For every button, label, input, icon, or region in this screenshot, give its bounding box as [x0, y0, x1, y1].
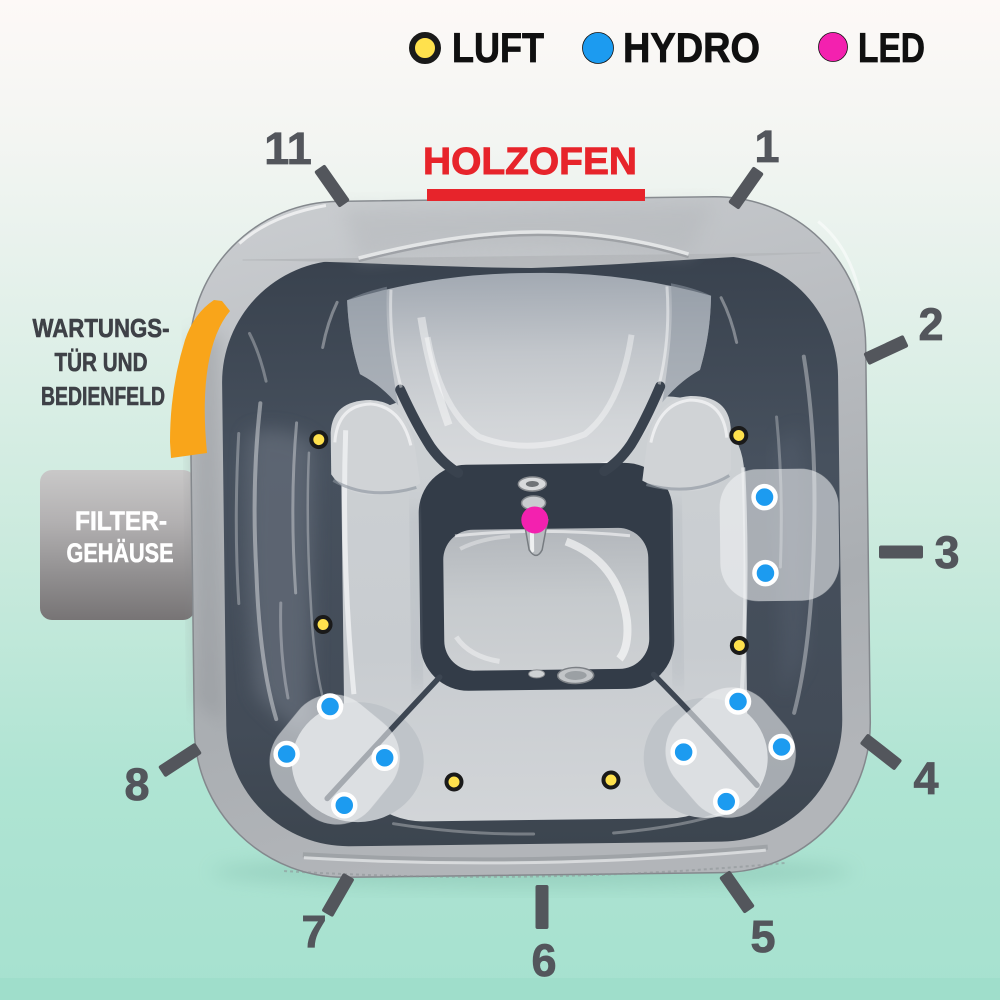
- svg-text:1: 1: [754, 121, 779, 172]
- svg-text:FILTER-: FILTER-: [75, 506, 167, 536]
- svg-text:11: 11: [264, 123, 312, 174]
- svg-text:4: 4: [913, 753, 938, 804]
- svg-text:TÜR UND: TÜR UND: [55, 347, 148, 377]
- svg-text:WARTUNGS-: WARTUNGS-: [33, 313, 170, 343]
- svg-text:LUFT: LUFT: [452, 24, 544, 71]
- svg-text:6: 6: [531, 935, 556, 986]
- svg-text:5: 5: [750, 911, 775, 962]
- svg-text:8: 8: [124, 759, 149, 810]
- svg-text:GEHÄUSE: GEHÄUSE: [67, 538, 174, 568]
- svg-text:3: 3: [934, 527, 959, 578]
- svg-text:HYDRO: HYDRO: [623, 24, 760, 71]
- svg-text:LED: LED: [858, 24, 925, 71]
- svg-text:HOLZOFEN: HOLZOFEN: [423, 141, 637, 183]
- svg-text:BEDIENFELD: BEDIENFELD: [41, 381, 165, 411]
- svg-text:7: 7: [301, 906, 326, 957]
- svg-text:2: 2: [918, 299, 943, 350]
